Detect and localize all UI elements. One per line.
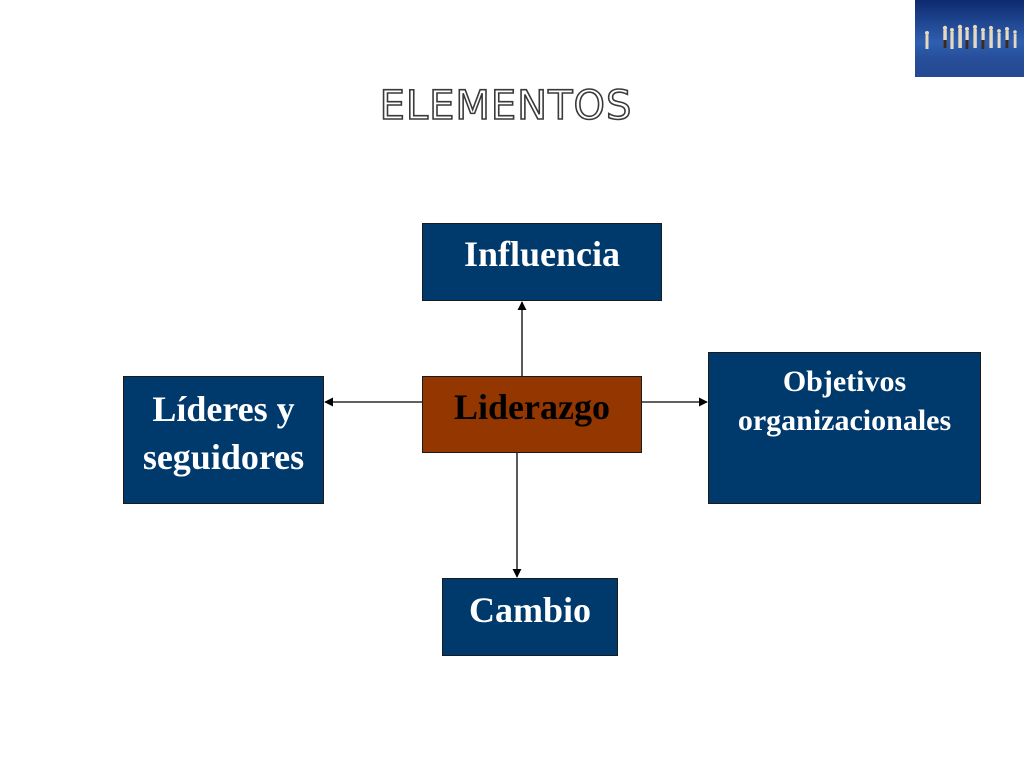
node-cambio: Cambio (442, 578, 618, 656)
node-lideres-line-2: seguidores (142, 437, 305, 477)
node-influencia-label: Influencia (463, 234, 621, 274)
node-influencia: Influencia (422, 223, 662, 301)
node-objetivos-line-2: organizacionales (737, 404, 952, 437)
node-liderazgo-label: Liderazgo (454, 387, 610, 427)
node-objetivos-organizacionales: Objetivos organizacionales (708, 352, 981, 504)
page-title: ELEMENTOS (379, 83, 633, 129)
node-cambio-label: Cambio (468, 590, 591, 630)
node-objetivos-line-1: Objetivos (782, 365, 907, 398)
crowd-photo (915, 0, 1024, 77)
node-lideres-seguidores: Líderes y seguidores (123, 376, 324, 504)
node-liderazgo: Liderazgo (422, 376, 642, 453)
node-lideres-line-1: Líderes y (152, 389, 295, 429)
